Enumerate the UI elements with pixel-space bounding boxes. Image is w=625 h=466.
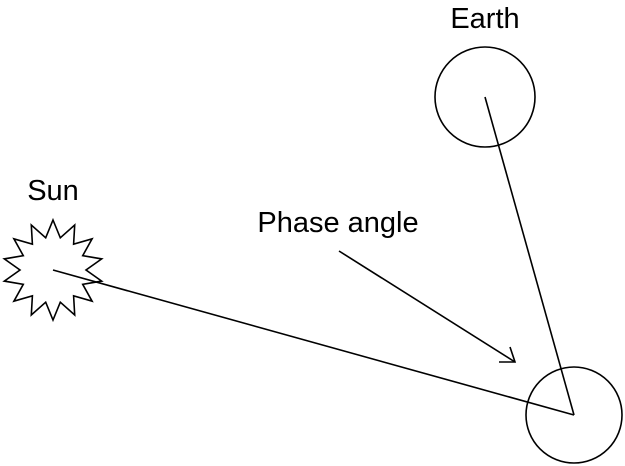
phase-angle-arrowhead: [499, 346, 517, 363]
phase-angle-arrow-shaft: [338, 250, 516, 363]
phase-angle-label: Phase angle: [257, 207, 418, 239]
sun-icon: [2, 217, 104, 323]
sun-to-body-line: [52, 269, 575, 416]
observed-body-icon: [525, 366, 623, 464]
earth-icon: [434, 46, 536, 148]
sun-label: Sun: [27, 175, 79, 207]
earth-to-body-line: [484, 96, 575, 416]
earth-label: Earth: [450, 3, 519, 35]
